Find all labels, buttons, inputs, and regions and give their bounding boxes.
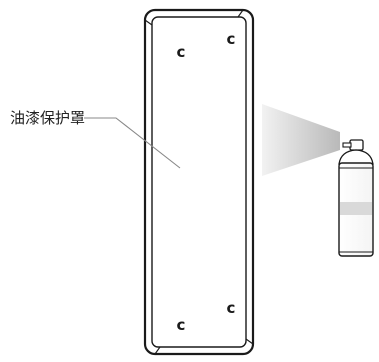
panel-outer-frame: [143, 8, 255, 356]
panel-bevel-line: [154, 346, 161, 355]
mounting-hole-top-right: c: [227, 30, 236, 48]
mounting-hole-bottom-right: c: [227, 299, 236, 317]
cover-label: 油漆保护罩: [10, 109, 85, 127]
spray-mist: [262, 104, 340, 176]
panel-inner-frame: [151, 16, 247, 348]
spray-can-stripe: [340, 202, 372, 215]
mounting-hole-top-left: c: [177, 43, 186, 61]
spray-can-nozzle: [349, 139, 364, 151]
panel-bevel-line: [144, 19, 153, 26]
panel-bevel-line: [237, 9, 244, 18]
mounting-hole-bottom-left: c: [177, 316, 186, 334]
spray-can-shoulder: [338, 149, 374, 165]
panel-bevel-line: [245, 338, 254, 345]
spray-can-nozzle-tip: [342, 142, 352, 148]
spray-can-icon: [338, 139, 374, 257]
protective-cover-panel: c c c c: [143, 8, 255, 356]
label-leader-line: [84, 117, 181, 169]
